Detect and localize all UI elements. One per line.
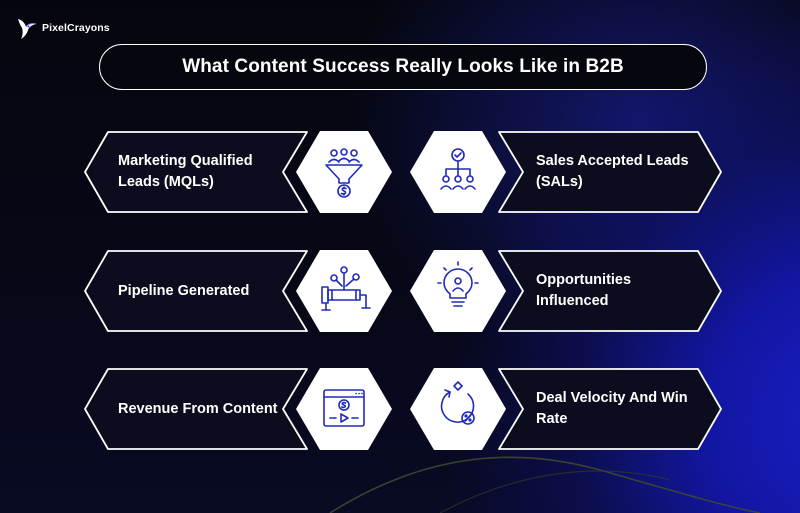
metric-label: Sales Accepted Leads (SALs) xyxy=(536,153,689,190)
metric-label: Marketing Qualified Leads (MQLs) xyxy=(118,153,253,190)
metric-icon-hexagon xyxy=(296,368,392,450)
page-title: What Content Success Really Looks Like i… xyxy=(182,56,624,77)
metric-label: Opportunities Influenced xyxy=(536,272,632,309)
brand-name: PixelCrayons xyxy=(42,22,110,34)
metric-card-sals: Sales Accepted Leads (SALs) xyxy=(498,131,722,213)
lightbulb-person-icon xyxy=(410,250,506,332)
metric-label: Pipeline Generated xyxy=(118,282,250,299)
metric-card-pipeline: Pipeline Generated xyxy=(84,250,308,332)
title-banner: What Content Success Really Looks Like i… xyxy=(99,44,707,90)
metric-card-shape xyxy=(498,131,722,213)
brand-logo[interactable]: PixelCrayons xyxy=(16,16,110,40)
circular-arrows-percent-icon xyxy=(410,368,506,450)
metric-label: Deal Velocity And Win Rate xyxy=(536,390,688,427)
metric-card-shape xyxy=(84,131,308,213)
metric-card-revenue: Revenue From Content xyxy=(84,368,308,450)
funnel-people-dollar-icon xyxy=(296,131,392,213)
metric-label: Revenue From Content xyxy=(118,400,278,417)
metric-icon-hexagon xyxy=(410,131,506,213)
browser-dollar-video-icon xyxy=(296,368,392,450)
metric-icon-hexagon xyxy=(296,131,392,213)
org-hierarchy-check-icon xyxy=(410,131,506,213)
metric-card-shape xyxy=(498,368,722,450)
metric-card-opportunities: Opportunities Influenced xyxy=(498,250,722,332)
hummingbird-logo-icon xyxy=(18,19,37,39)
metric-card-shape xyxy=(84,250,308,332)
metric-icon-hexagon xyxy=(296,250,392,332)
metric-card-deal-velocity: Deal Velocity And Win Rate xyxy=(498,368,722,450)
metric-card-mqls: Marketing Qualified Leads (MQLs) xyxy=(84,131,308,213)
pipeline-icon xyxy=(296,250,392,332)
metric-card-shape xyxy=(84,368,308,450)
metric-card-shape xyxy=(498,250,722,332)
metric-icon-hexagon xyxy=(410,368,506,450)
metric-icon-hexagon xyxy=(410,250,506,332)
